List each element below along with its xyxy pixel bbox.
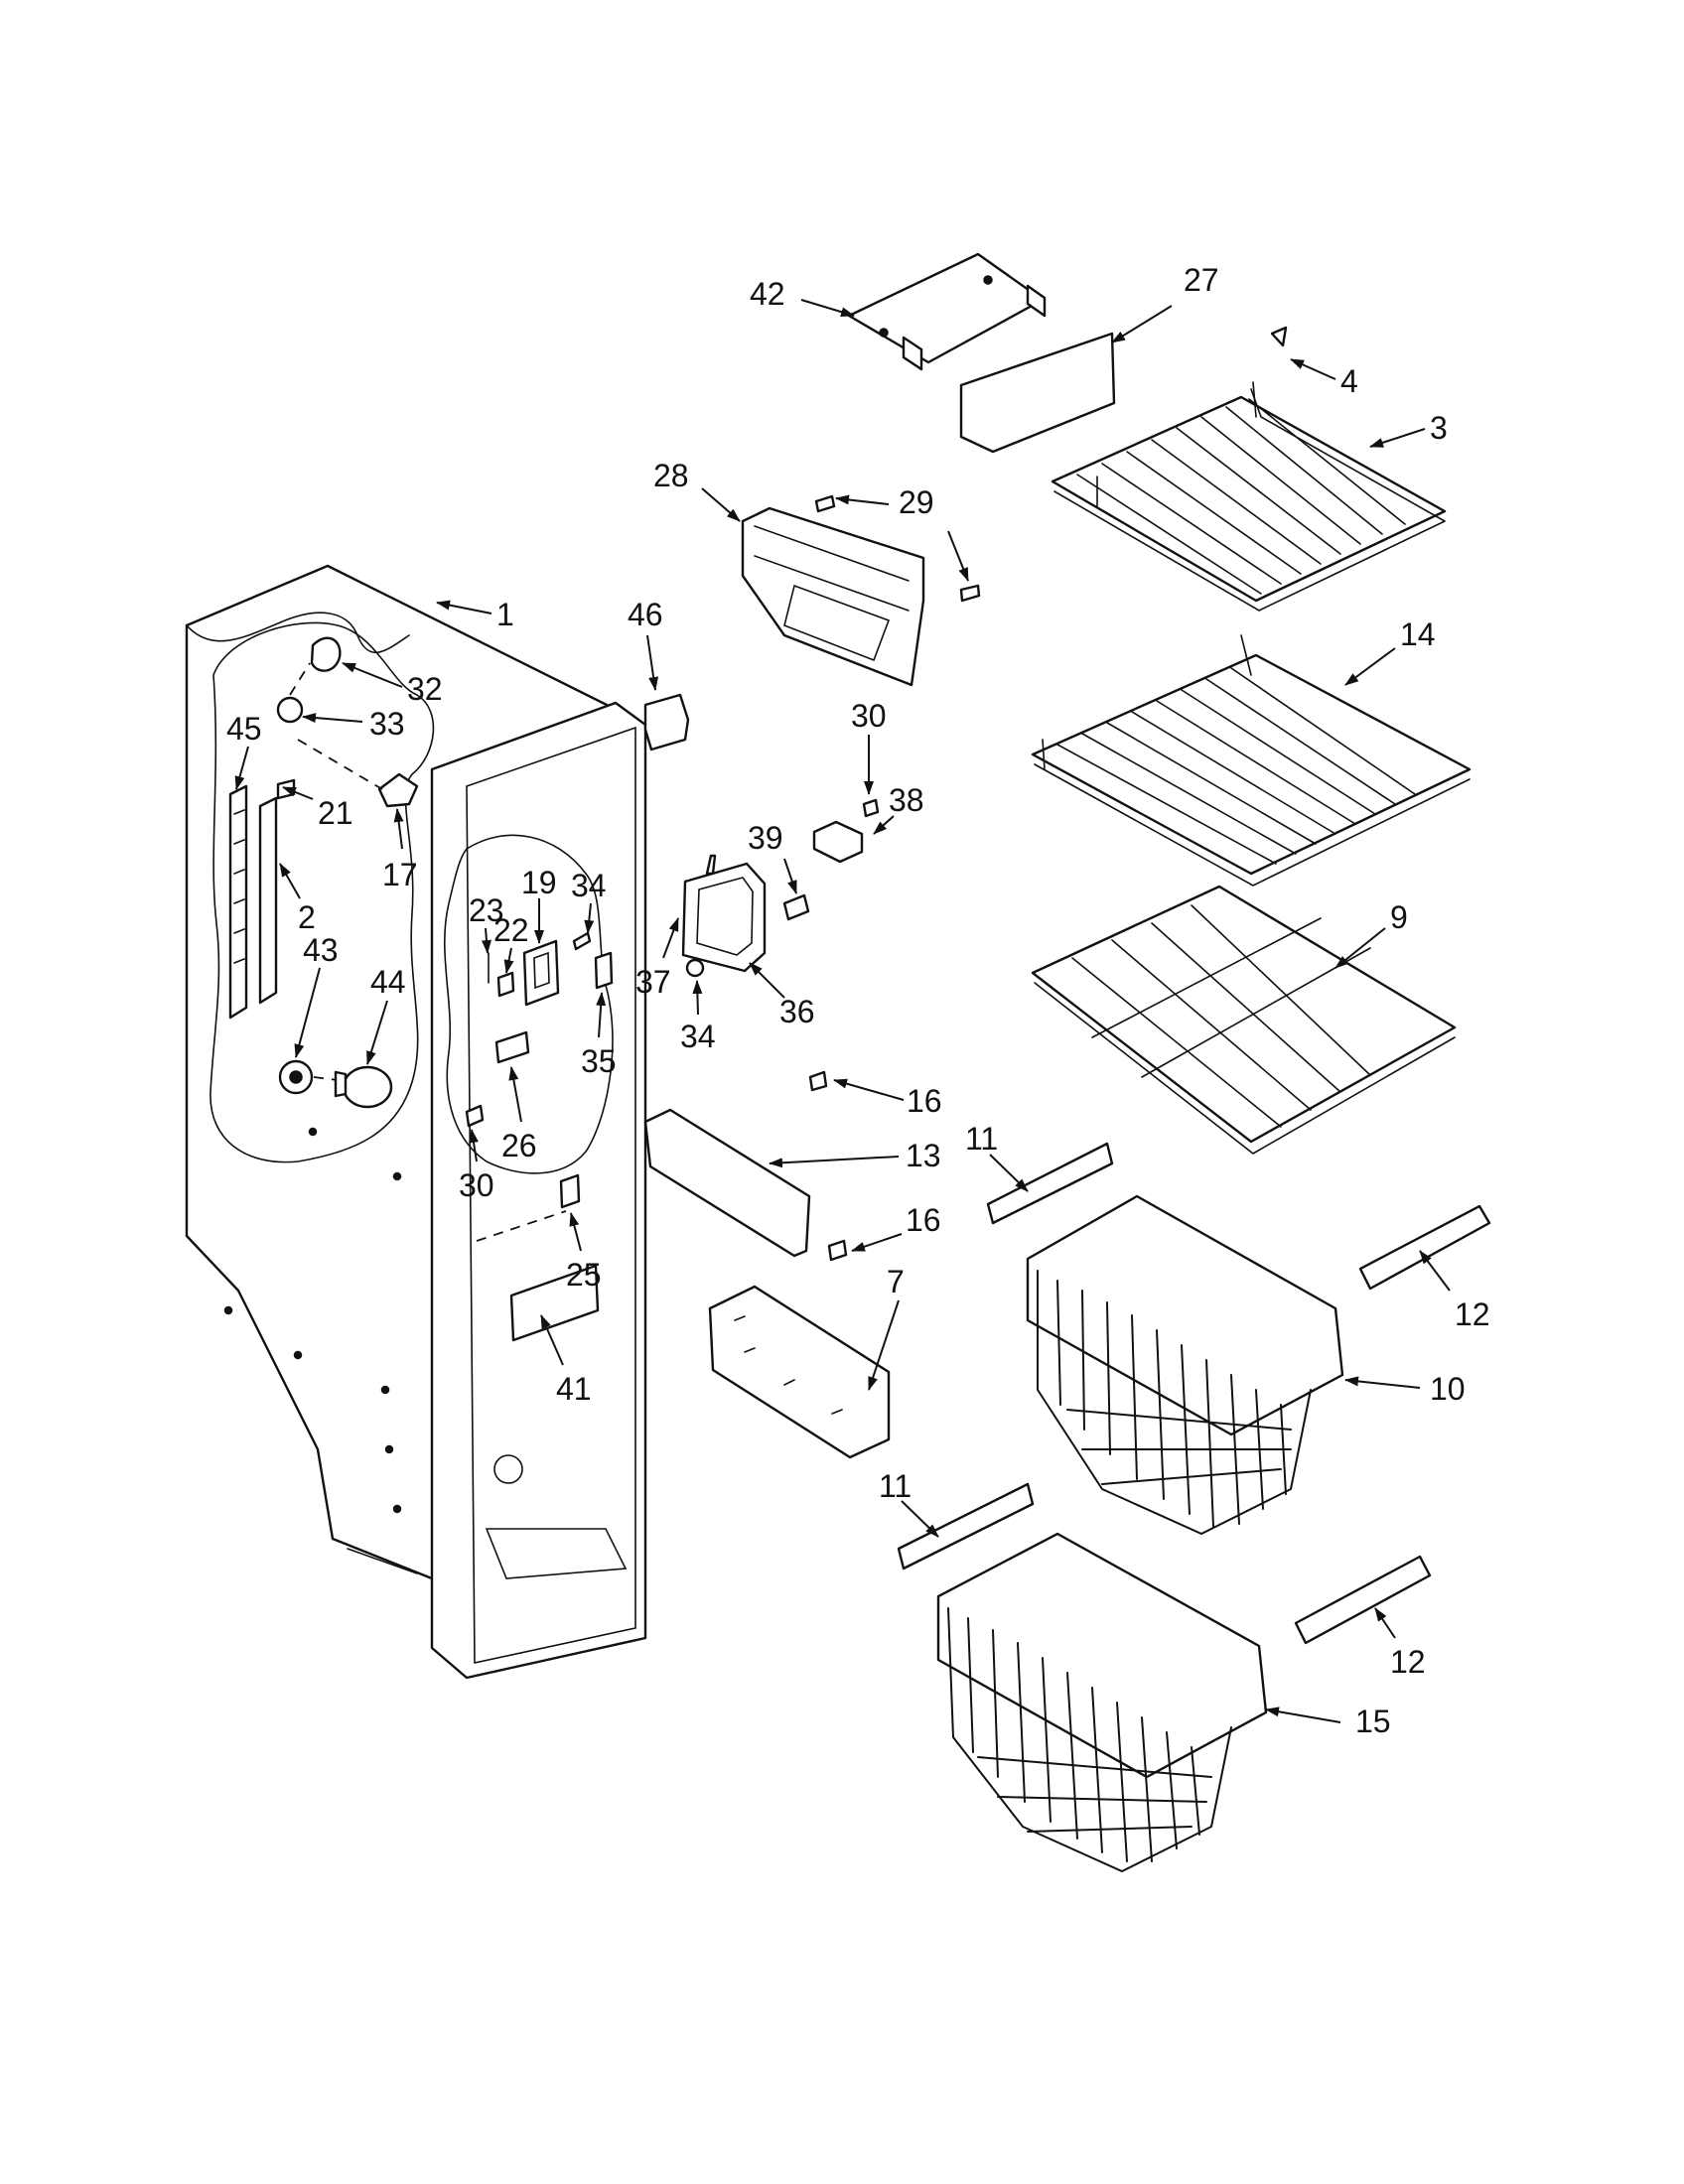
callout-12: 12 — [1455, 1297, 1490, 1332]
callout-22: 22 — [493, 912, 529, 948]
basket-15 — [936, 1532, 1268, 1873]
trim-strip-45-2 — [228, 778, 296, 1020]
callout-35: 35 — [581, 1043, 617, 1079]
callout-7: 7 — [887, 1264, 905, 1299]
bracket-28 — [741, 494, 981, 687]
callout-26: 26 — [501, 1128, 537, 1163]
basket-10 — [1026, 1194, 1344, 1536]
callout-45: 45 — [226, 711, 262, 747]
callout-19: 19 — [521, 865, 557, 900]
callout-39: 39 — [748, 820, 783, 856]
callout-38: 38 — [889, 782, 924, 818]
callout-4: 4 — [1340, 363, 1358, 399]
callout-42: 42 — [750, 276, 785, 312]
callout-15: 15 — [1355, 1704, 1391, 1739]
shelf-3 — [1051, 381, 1447, 612]
callout-43: 43 — [303, 932, 339, 968]
fan-hinge-42 — [847, 252, 1047, 371]
callout-30: 30 — [851, 698, 887, 734]
callout-9: 9 — [1390, 899, 1408, 935]
callout-37: 37 — [635, 964, 671, 1000]
shelf-14 — [1031, 634, 1472, 887]
callout-11: 11 — [879, 1468, 912, 1504]
callout-14: 14 — [1400, 616, 1436, 652]
callout-34: 34 — [680, 1019, 716, 1054]
callout-34: 34 — [571, 868, 607, 903]
callout-16: 16 — [906, 1202, 941, 1238]
callout-28: 28 — [653, 458, 689, 493]
callout-44: 44 — [370, 964, 406, 1000]
callout-36: 36 — [779, 994, 815, 1029]
callout-33: 33 — [369, 706, 405, 742]
callout-32: 32 — [407, 671, 443, 707]
switch-38 — [812, 798, 880, 864]
callout-21: 21 — [318, 795, 353, 831]
damper-27 — [959, 332, 1116, 454]
callout-1: 1 — [496, 597, 514, 632]
callout-17: 17 — [382, 857, 418, 892]
callout-46: 46 — [628, 597, 663, 632]
callout-27: 27 — [1184, 262, 1219, 298]
basket-parts-11-12 — [897, 1142, 1491, 1645]
callout-13: 13 — [906, 1138, 941, 1173]
callout-10: 10 — [1430, 1371, 1466, 1407]
light-assembly-43-44 — [278, 1059, 393, 1109]
housing-7 — [708, 1239, 891, 1459]
hinge-17 — [297, 739, 419, 808]
callout-16: 16 — [907, 1083, 942, 1119]
callout-30: 30 — [459, 1167, 494, 1203]
callouts: 1 2 3 4 7 9 10 11 11 12 12 13 14 15 16 1… — [226, 262, 1490, 1739]
shelf-9 — [1031, 885, 1457, 1155]
light-socket-32 — [276, 636, 342, 724]
callout-2: 2 — [298, 899, 316, 935]
callout-3: 3 — [1430, 410, 1448, 446]
light-shield-13 — [643, 1070, 828, 1258]
callout-12: 12 — [1390, 1644, 1426, 1680]
control-panel-36-37-39 — [681, 854, 810, 978]
small-clip-4 — [1270, 326, 1288, 347]
callout-29: 29 — [899, 484, 934, 520]
callout-23: 23 — [469, 892, 504, 928]
callout-25: 25 — [566, 1257, 602, 1293]
callout-41: 41 — [556, 1371, 592, 1407]
callout-11: 11 — [965, 1121, 998, 1157]
vent-cover-46 — [643, 693, 690, 751]
control-parts-19-22-23-34-35 — [465, 931, 614, 1342]
